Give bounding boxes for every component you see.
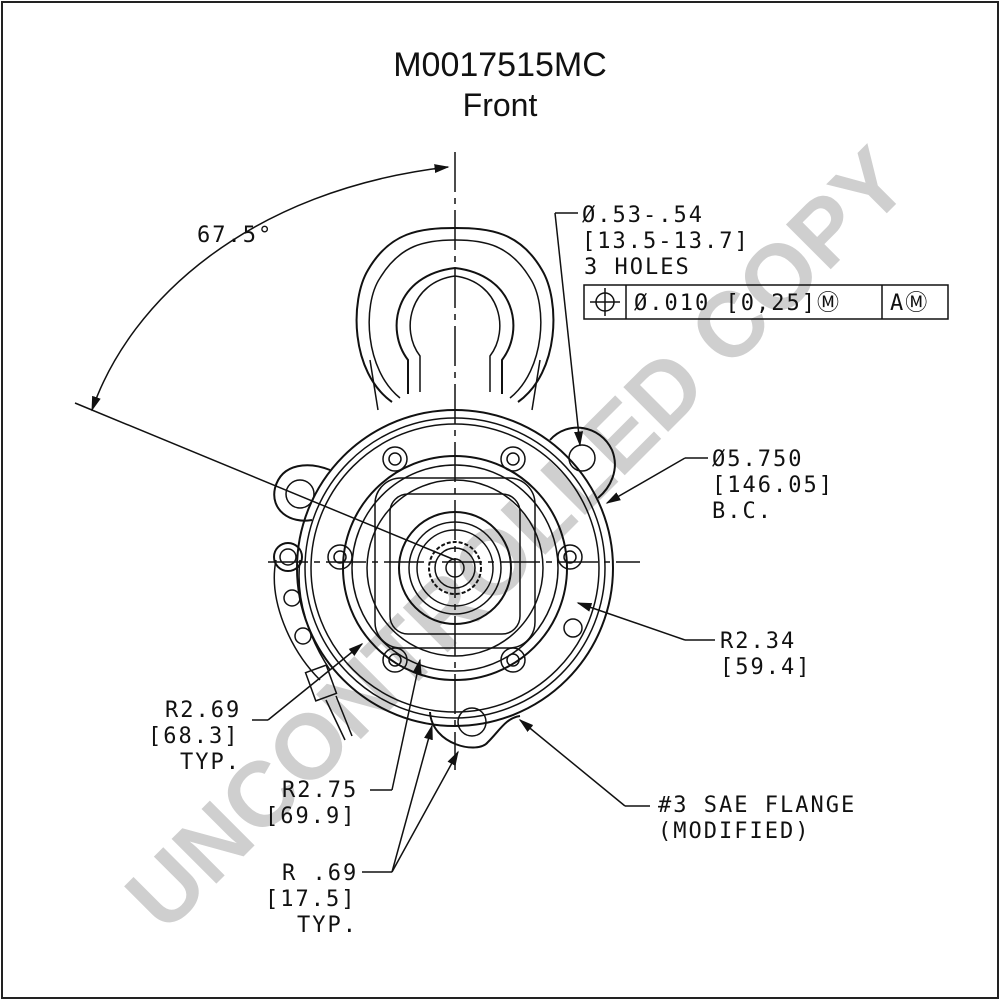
hole-callout-leader xyxy=(554,212,949,447)
bolt-pattern xyxy=(327,446,583,673)
wire-harness xyxy=(273,542,353,741)
mounting-ear-right xyxy=(549,426,616,499)
part-number: M0017515MC xyxy=(393,46,607,84)
r269-mm: [68.3] xyxy=(148,724,239,749)
mounting-ear-bottom xyxy=(429,711,521,749)
r275-leader xyxy=(370,658,422,791)
r234-leader xyxy=(576,602,715,641)
view-name: Front xyxy=(463,87,538,123)
angle-dimension xyxy=(74,164,456,561)
r275-value: R2.75 xyxy=(282,778,358,803)
r069-value: R .69 xyxy=(282,861,358,886)
r069-leader xyxy=(362,724,459,873)
mounting-ear-left xyxy=(273,464,331,522)
mounting-hole-bottom xyxy=(457,707,487,737)
hole-dia-mm: [13.5-13.7] xyxy=(582,229,750,254)
flange-note: (MODIFIED) xyxy=(658,819,810,844)
r275-mm: [69.9] xyxy=(265,804,356,829)
bolt-circle-label: B.C. xyxy=(712,499,773,524)
angle-label: 67.5° xyxy=(197,223,273,248)
flange-label: #3 SAE FLANGE xyxy=(658,793,856,818)
bolt-circle-leader xyxy=(605,457,708,504)
position-tolerance: Ø.010 [0,25]Ⓜ xyxy=(634,291,841,316)
mounting-hole-left xyxy=(285,479,315,509)
r269-note: TYP. xyxy=(180,750,241,775)
r269-leader xyxy=(252,643,364,721)
pinion-gear xyxy=(428,541,482,595)
r234-value: R2.34 xyxy=(720,629,796,654)
r069-note: TYP. xyxy=(297,913,358,938)
flange-leader xyxy=(518,719,650,807)
hole-count: 3 HOLES xyxy=(584,255,691,280)
starter-front-view xyxy=(268,152,640,770)
datum-reference: AⓂ xyxy=(890,291,929,316)
r069-mm: [17.5] xyxy=(265,887,356,912)
r269-value: R2.69 xyxy=(165,698,241,723)
bolt-circle-dia-mm: [146.05] xyxy=(712,473,834,498)
bolt-circle-dia: Ø5.750 xyxy=(712,447,803,472)
r234-mm: [59.4] xyxy=(720,655,811,680)
hole-dia: Ø.53-.54 xyxy=(582,203,704,228)
